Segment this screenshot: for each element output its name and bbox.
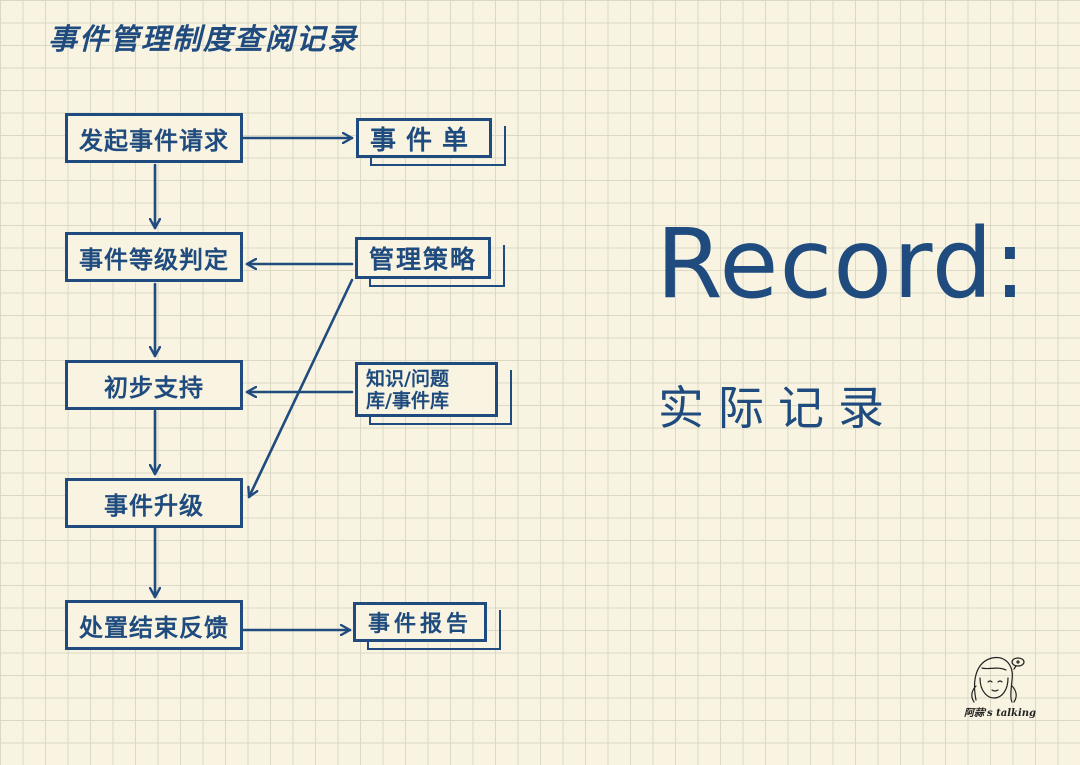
report-document: 事件报告 (353, 602, 501, 650)
arrow-policy-to-escalate (249, 278, 354, 499)
policy-document: 管理策略 (355, 237, 505, 287)
process-support: 初步支持 (65, 360, 243, 410)
ticket-label: 事件单 (356, 118, 492, 158)
policy-label: 管理策略 (355, 237, 491, 279)
knowledge-label-line1: 知识/问题 (366, 367, 449, 390)
record-subheading: 实际记录 (658, 381, 898, 435)
page-title: 事件管理制度查阅记录 (48, 22, 359, 56)
process-close: 处置结束反馈 (65, 600, 243, 650)
author-logo-text: 阿蒜's talking (963, 708, 1037, 719)
process-level: 事件等级判定 (65, 232, 243, 282)
knowledge-document: 知识/问题 库/事件库 (355, 362, 512, 425)
record-heading: Record: (656, 208, 1028, 320)
knowledge-label-line2: 库/事件库 (366, 389, 449, 412)
author-logo: 阿蒜's talking (960, 650, 1040, 720)
girl-face-icon (971, 656, 1025, 703)
process-escalate: 事件升级 (65, 478, 243, 528)
report-label: 事件报告 (353, 602, 487, 642)
process-request: 发起事件请求 (65, 113, 243, 163)
knowledge-label: 知识/问题 库/事件库 (355, 362, 498, 417)
ticket-document: 事件单 (356, 118, 506, 166)
